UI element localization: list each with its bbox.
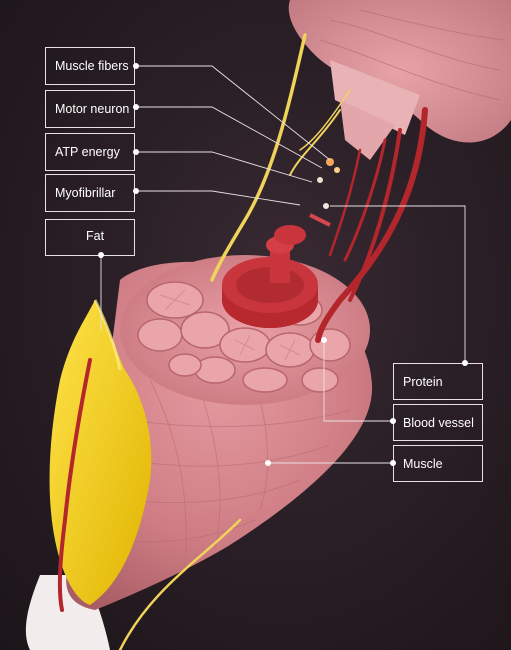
label-muscle: Muscle [393,445,483,482]
label-text: Motor neuron [55,102,130,116]
pointer-dot [98,252,104,258]
pointer-dot [390,460,396,466]
atp-particles [309,158,340,227]
protein-model [222,225,318,328]
motor-neurons [118,33,351,650]
label-text: Muscle [403,456,443,471]
pointer-dot [133,188,139,194]
pointer-dot [462,360,468,366]
pointer-dot [133,104,139,110]
label-text: Myofibrillar [55,186,116,200]
pointer-dot [133,63,139,69]
label-text: ATP energy [55,145,120,159]
label-fat: Fat [45,219,135,256]
fat-layer [49,300,152,605]
label-text: Fat [86,229,105,243]
leader-lines [100,65,466,464]
blood-vessels [57,107,428,612]
label-text: Muscle fibers [55,59,129,73]
label-atp-energy: ATP energy [45,133,135,171]
pointer-dot [265,460,271,466]
label-blood-vessel: Blood vessel [393,404,483,441]
pointer-dot [321,337,327,343]
label-myofibrillar: Myofibrillar [45,174,135,212]
pointer-dot [390,418,396,424]
upper-muscle-segment [288,0,511,160]
label-muscle-fibers: Muscle fibers [45,47,135,85]
pointer-dot [133,149,139,155]
label-text: Blood vessel [403,415,474,430]
label-text: Protein [403,374,443,389]
label-motor-neuron: Motor neuron [45,90,135,128]
label-protein: Protein [393,363,483,400]
